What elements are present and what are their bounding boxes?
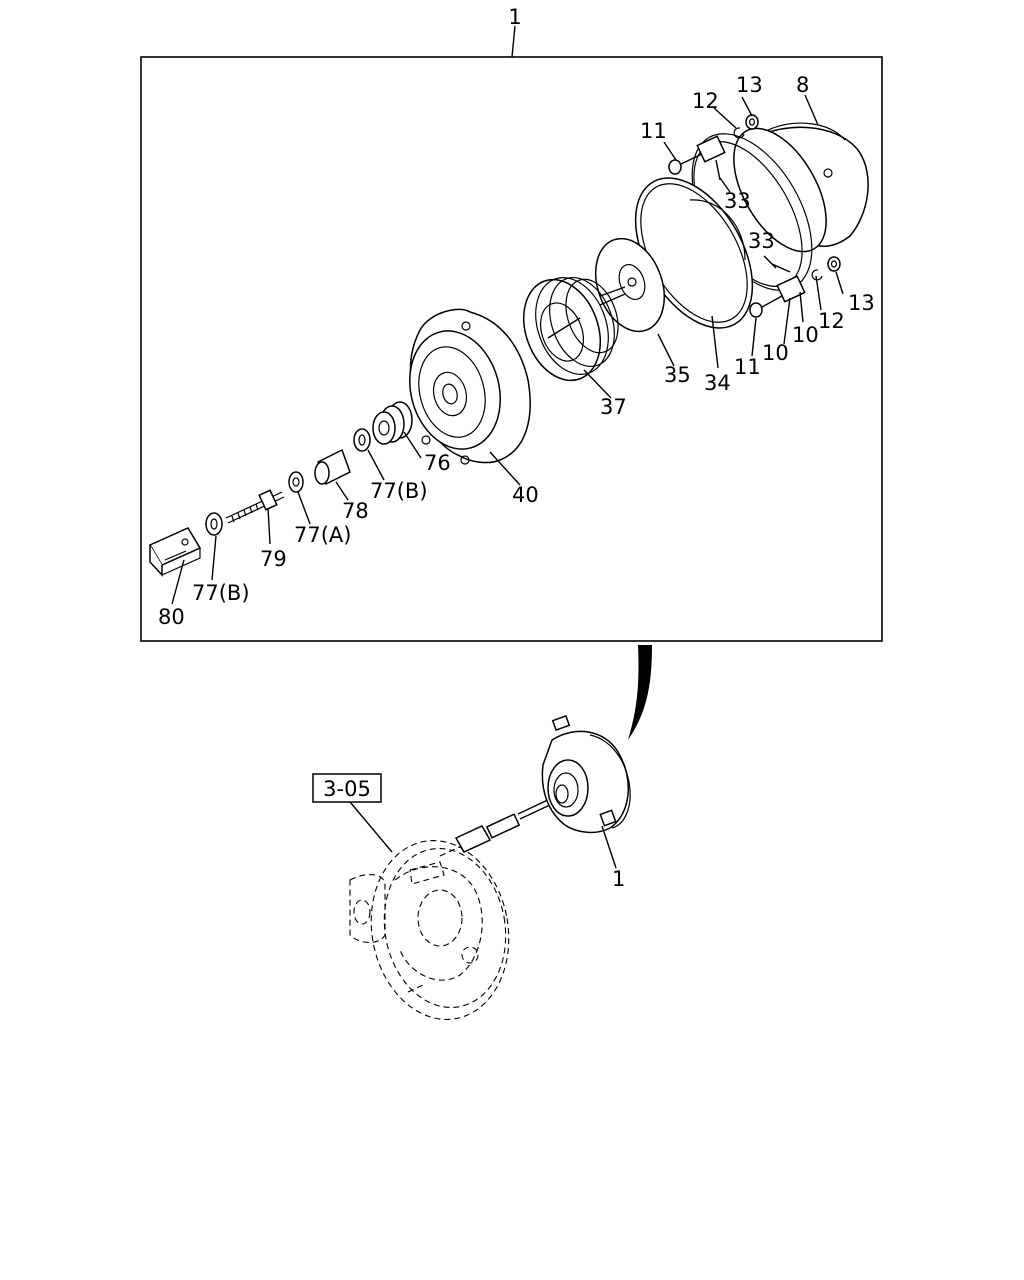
part-76-boot	[372, 401, 413, 445]
upper-clamp-hardware	[668, 114, 759, 181]
part-37-return-spring	[523, 276, 619, 382]
label-77b-lower: 77(B)	[192, 581, 250, 605]
label-8: 8	[796, 73, 809, 97]
label-76: 76	[424, 451, 451, 475]
label-78: 78	[342, 499, 369, 523]
label-12-lower: 12	[818, 309, 845, 333]
label-35: 35	[664, 363, 691, 387]
label-10-left: 10	[762, 341, 789, 365]
exploded-view-frame	[140, 56, 883, 642]
installed-view	[349, 714, 631, 1020]
part-35-push-plate	[594, 237, 666, 333]
label-12-upper: 12	[692, 89, 719, 113]
label-77b-upper: 77(B)	[370, 479, 428, 503]
part-77b-lower-nut	[205, 512, 223, 536]
part-40-housing	[409, 308, 531, 465]
label-34: 34	[704, 371, 731, 395]
label-33-upper: 33	[724, 189, 751, 213]
label-10-right: 10	[792, 323, 819, 347]
part-77a-washer	[288, 471, 304, 493]
connection-arrow	[628, 645, 652, 740]
reference-box: 3-05	[312, 773, 393, 853]
reference-box-label: 3-05	[323, 777, 371, 801]
assembly-callout: 1	[508, 5, 522, 58]
label-77a: 77(A)	[294, 523, 351, 547]
label-11-lower: 11	[734, 355, 761, 379]
label-13-lower: 13	[848, 291, 875, 315]
label-1-installed: 1	[612, 867, 625, 891]
part-78-sleeve	[314, 448, 351, 486]
leader-lines	[171, 94, 844, 605]
part-labels: 13 8 12 11 33 33 13 12 10 10 11 34 35 37…	[158, 73, 875, 629]
label-13-upper: 13	[736, 73, 763, 97]
label-79: 79	[260, 547, 287, 571]
label-40: 40	[512, 483, 539, 507]
part-77b-upper-nut	[353, 428, 371, 452]
label-37: 37	[600, 395, 627, 419]
part-80-clevis	[148, 527, 202, 577]
lower-clamp-hardware	[749, 256, 841, 318]
part-79-push-rod	[225, 489, 285, 524]
label-33-lower: 33	[748, 229, 775, 253]
label-11-upper: 11	[640, 119, 667, 143]
label-80: 80	[158, 605, 185, 629]
assembly-callout-number: 1	[508, 5, 521, 29]
